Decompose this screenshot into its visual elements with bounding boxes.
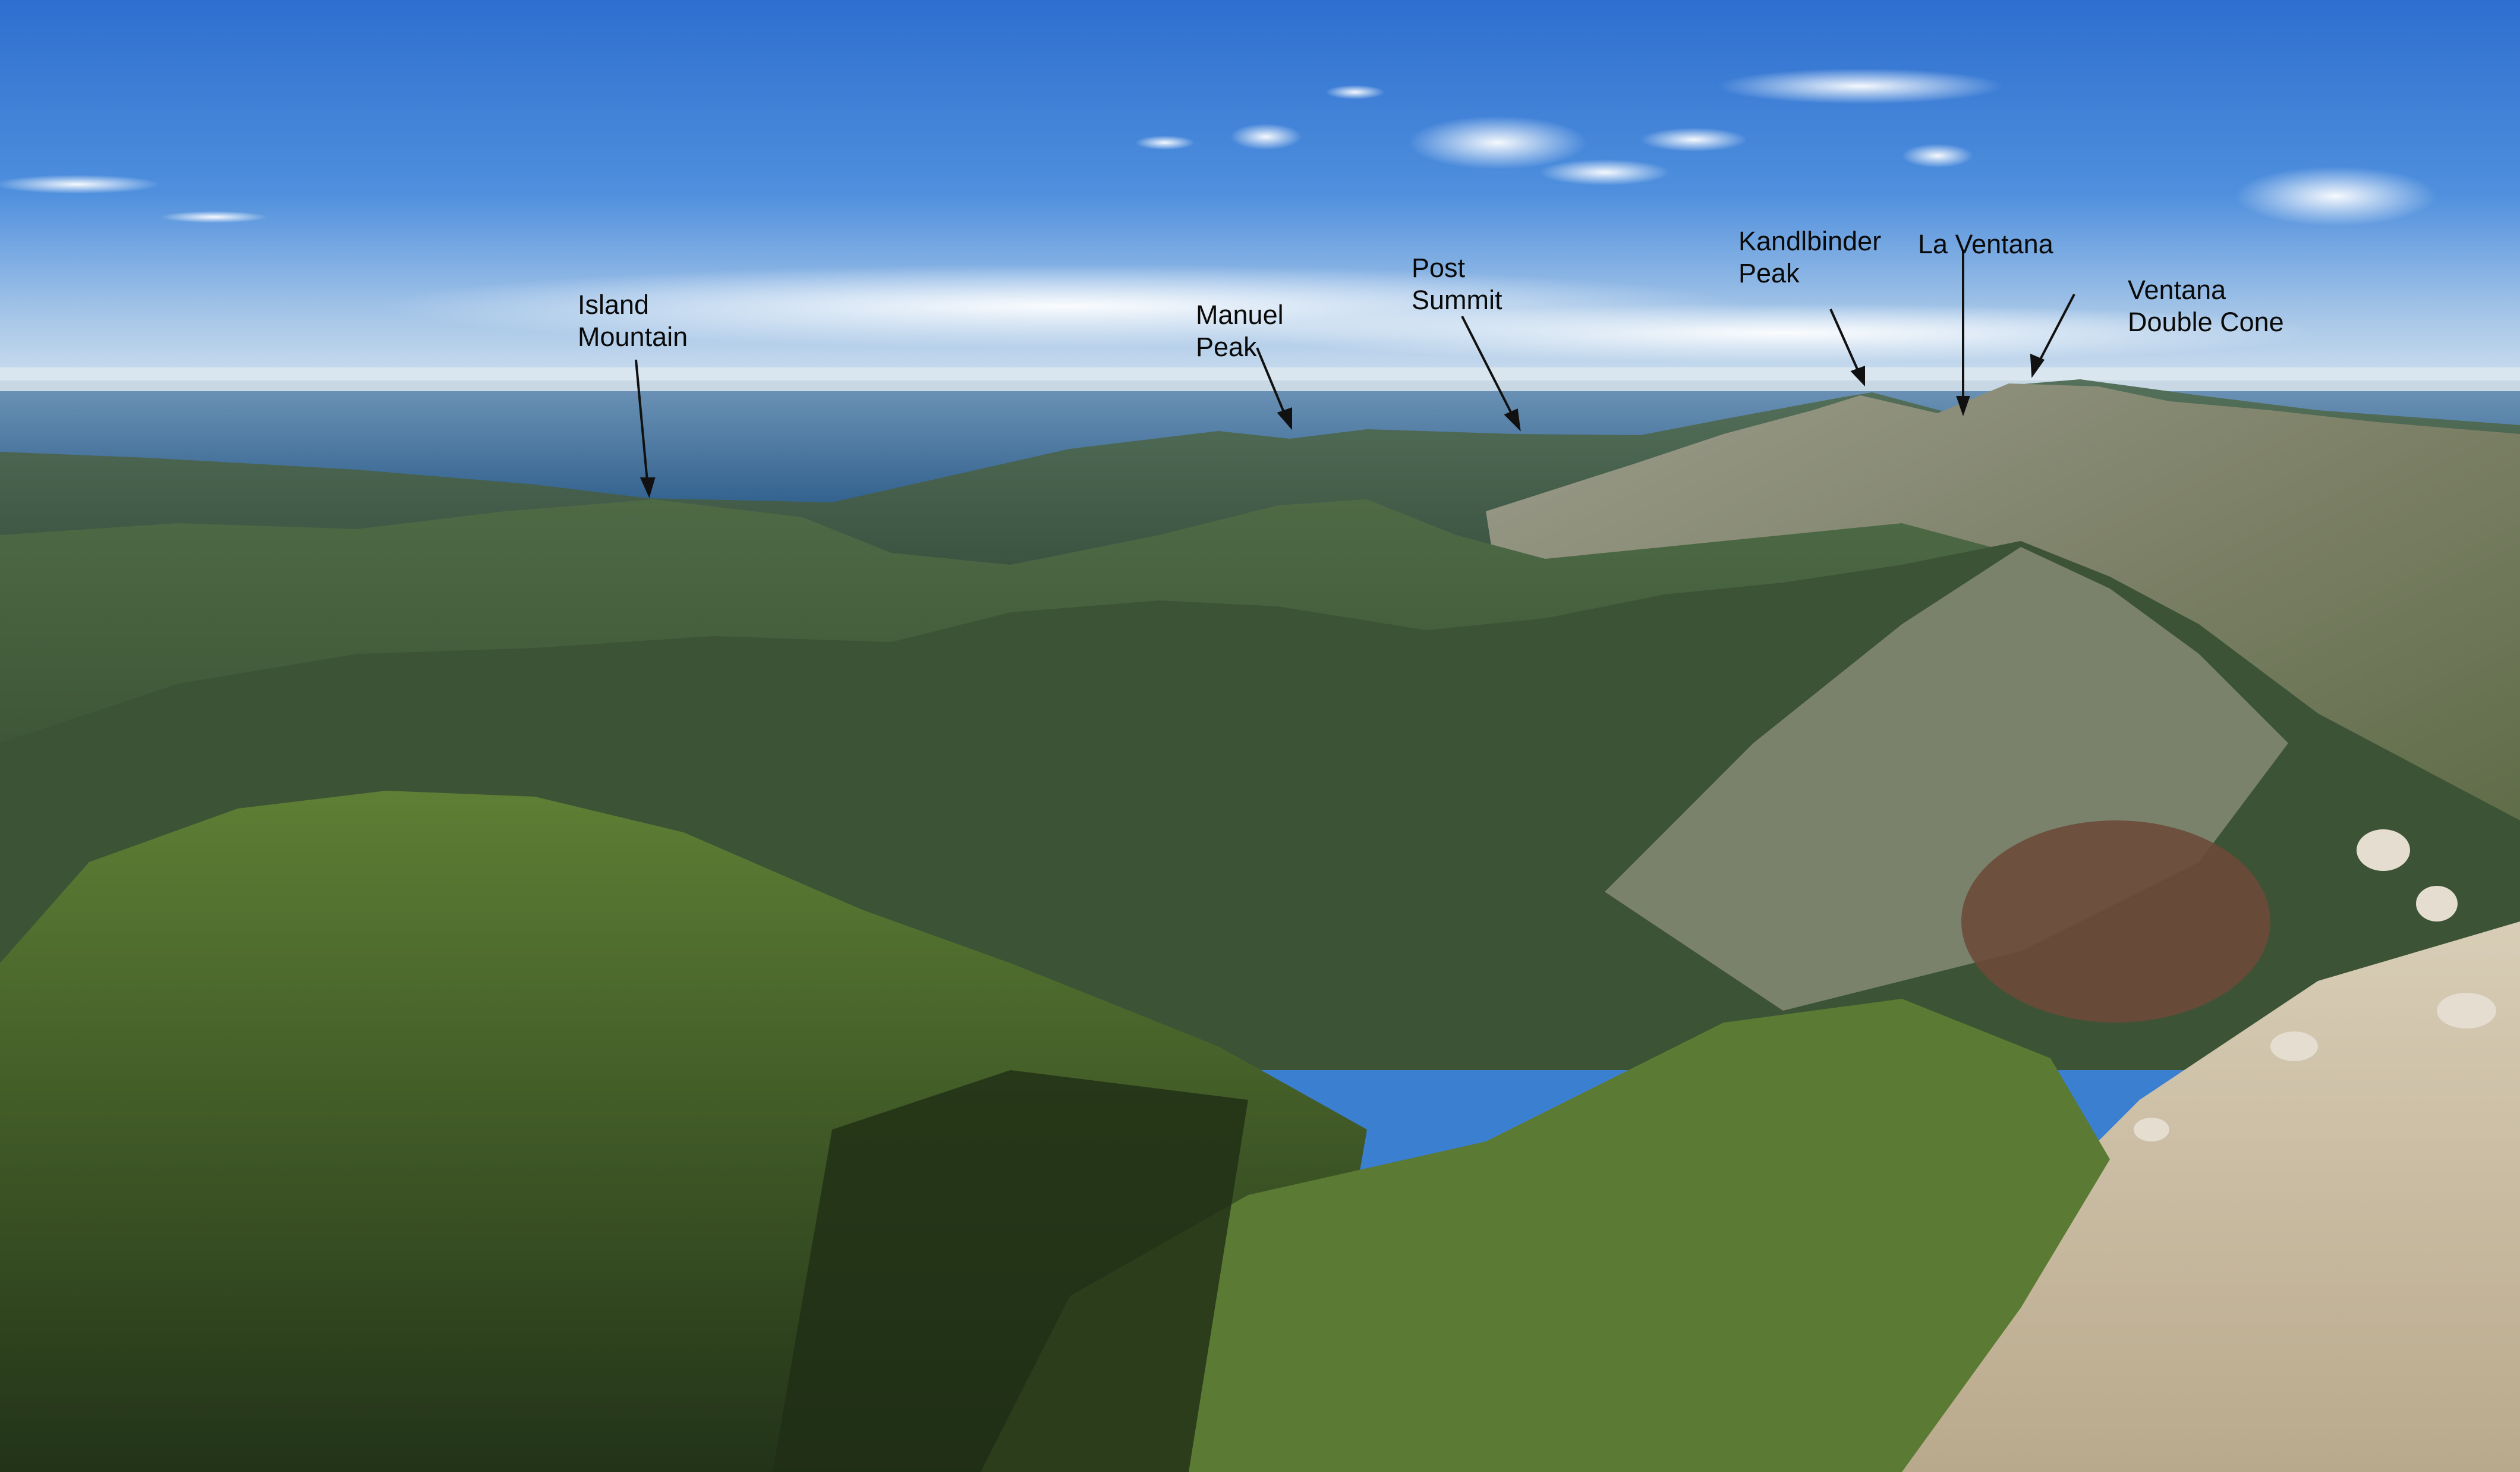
foreground-soil xyxy=(1902,921,2520,1472)
arrow-manuel-peak xyxy=(1256,347,1288,420)
arrow-ventana-double-cone xyxy=(2037,294,2075,363)
sky xyxy=(0,0,2520,428)
label-post-summit: Post Summit xyxy=(1412,253,1502,315)
rocks xyxy=(2134,829,2496,1141)
label-island-mountain: Island Mountain xyxy=(578,290,688,352)
label-ventana-double-cone: Ventana Double Cone xyxy=(2128,275,2284,337)
arrow-post-summit xyxy=(1461,316,1516,420)
foreground-shrubs-right xyxy=(981,999,2110,1472)
clouds xyxy=(0,68,2437,363)
annotation-arrows xyxy=(635,250,2075,498)
label-manuel-peak: Manuel Peak xyxy=(1196,300,1284,362)
reddish-shrub xyxy=(1961,820,2270,1023)
label-kandlbinder-peak: Kandlbinder Peak xyxy=(1738,226,1882,288)
dark-shrub-shadow xyxy=(773,1070,1248,1472)
label-la-ventana: La Ventana xyxy=(1918,229,2053,259)
arrow-island-mountain xyxy=(635,359,649,488)
horizon-haze xyxy=(0,367,2520,391)
arrow-kandlbinder-peak xyxy=(1829,309,1861,376)
